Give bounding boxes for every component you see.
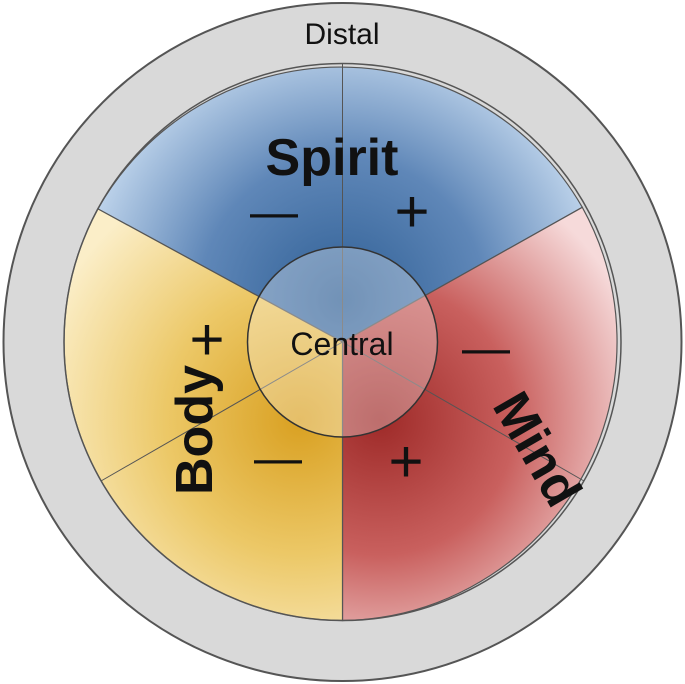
sector-mind [341,206,618,622]
spirit-plus-sign: + [394,178,429,245]
divider-mind-mid [342,341,585,482]
sector-spirit [97,66,584,343]
mind-plus-sign: + [388,428,423,495]
mind-minus-sign: — [462,322,510,375]
body-label: Body [166,365,224,495]
divider-body-mid [100,341,343,482]
central-circle [246,246,439,438]
central-label: Central [290,326,393,362]
spirit-label: Spirit [266,129,399,187]
spirit-minus-sign: — [250,186,298,239]
distal-label: Distal [304,18,379,51]
body-minus-sign: — [254,432,302,485]
body-plus-sign: + [189,306,224,373]
